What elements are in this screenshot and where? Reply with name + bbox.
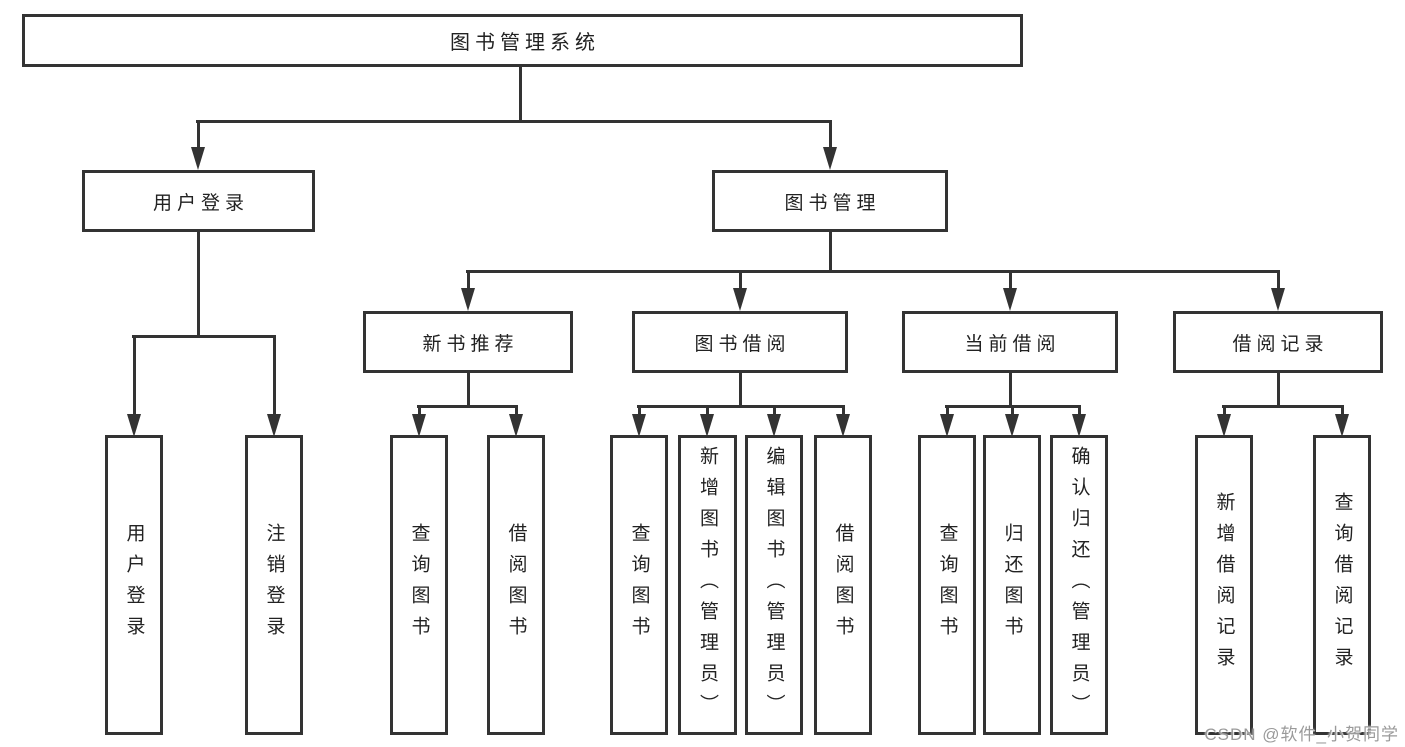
connector-drop-leaf-logout [273, 335, 276, 415]
connector-borrowing-records-stem [1277, 373, 1280, 408]
leaf-return-books: 归还图书 [983, 435, 1041, 735]
connector-book-management-bus [466, 270, 1280, 273]
connector-drop-leaf [773, 405, 776, 415]
node-library-management-system: 图书管理系统 [22, 14, 1023, 67]
arrow-down-icon [767, 414, 781, 437]
arrow-down-icon [191, 147, 205, 170]
connector-user-login-bus [132, 335, 276, 338]
leaf-label: 新增借阅记录 [1213, 492, 1235, 678]
leaf-label: 借阅图书 [505, 523, 527, 647]
connector-drop-leaf [418, 405, 421, 415]
leaf-query-books-recommendation: 查询图书 [390, 435, 448, 735]
arrow-down-icon [1005, 414, 1019, 437]
connector-drop-leaf [1011, 405, 1014, 415]
arrow-down-icon [461, 288, 475, 311]
connector-borrowing-records-bus [1222, 405, 1344, 408]
connector-user-login-stem [197, 232, 200, 338]
arrow-down-icon [1003, 288, 1017, 311]
connector-drop-book-borrowing [739, 270, 742, 290]
connector-drop-borrowing-records [1277, 270, 1280, 290]
leaf-label: 编辑图书（管理员） [763, 445, 785, 725]
arrow-down-icon [412, 414, 426, 437]
arrow-down-icon [1072, 414, 1086, 437]
leaf-confirm-return-admin: 确认归还（管理员） [1050, 435, 1108, 735]
leaf-label: 查询图书 [936, 523, 958, 647]
connector-drop-leaf [515, 405, 518, 415]
node-new-book-recommendation: 新书推荐 [363, 311, 573, 373]
connector-drop-leaf [1341, 405, 1344, 415]
connector-root-bus [196, 120, 832, 123]
arrow-down-icon [1271, 288, 1285, 311]
arrow-down-icon [1335, 414, 1349, 437]
leaf-label: 查询图书 [408, 523, 430, 647]
arrow-down-icon [700, 414, 714, 437]
connector-drop-new-book-recommendation [467, 270, 470, 290]
leaf-label: 注销登录 [263, 523, 285, 647]
leaf-add-borrowing-record: 新增借阅记录 [1195, 435, 1253, 735]
connector-book-management-stem [829, 232, 832, 273]
connector-drop-leaf-user-login [133, 335, 136, 415]
arrow-down-icon [823, 147, 837, 170]
node-book-management: 图书管理 [712, 170, 948, 232]
leaf-label: 确认归还（管理员） [1068, 445, 1090, 725]
leaf-logout: 注销登录 [245, 435, 303, 735]
connector-drop-user-login [197, 120, 200, 150]
connector-drop-leaf [1223, 405, 1226, 415]
arrow-down-icon [1217, 414, 1231, 437]
leaf-label: 新增图书（管理员） [697, 445, 718, 725]
connector-book-borrowing-stem [739, 373, 742, 408]
leaf-borrow-books: 借阅图书 [814, 435, 872, 735]
connector-drop-leaf [946, 405, 949, 415]
leaf-user-login: 用户登录 [105, 435, 163, 735]
leaf-label: 用户登录 [123, 523, 145, 647]
leaf-query-borrowing-record: 查询借阅记录 [1313, 435, 1371, 735]
leaf-edit-books-admin: 编辑图书（管理员） [745, 435, 803, 735]
connector-root-stem [519, 67, 522, 121]
arrow-down-icon [733, 288, 747, 311]
leaf-label: 归还图书 [1001, 523, 1023, 647]
node-current-borrowing: 当前借阅 [902, 311, 1118, 373]
connector-book-borrowing-bus [637, 405, 845, 408]
arrow-down-icon [836, 414, 850, 437]
arrow-down-icon [940, 414, 954, 437]
connector-drop-book-management [829, 120, 832, 150]
connector-drop-leaf [842, 405, 845, 415]
arrow-down-icon [632, 414, 646, 437]
watermark-csdn: CSDN @软件_小贺同学 [1204, 725, 1399, 744]
arrow-down-icon [127, 414, 141, 437]
leaf-label: 查询图书 [628, 523, 650, 647]
leaf-label: 借阅图书 [832, 523, 854, 647]
leaf-add-books-admin: 新增图书（管理员） [678, 435, 737, 735]
node-user-login: 用户登录 [82, 170, 315, 232]
connector-current-borrowing-stem [1009, 373, 1012, 408]
arrow-down-icon [509, 414, 523, 437]
connector-new-book-recommendation-bus [417, 405, 518, 408]
connector-drop-leaf [638, 405, 641, 415]
connector-drop-leaf [1078, 405, 1081, 415]
node-book-borrowing: 图书借阅 [632, 311, 848, 373]
leaf-query-books-current: 查询图书 [918, 435, 976, 735]
arrow-down-icon [267, 414, 281, 437]
node-borrowing-records: 借阅记录 [1173, 311, 1383, 373]
connector-drop-leaf [706, 405, 709, 415]
connector-new-book-recommendation-stem [467, 373, 470, 408]
leaf-label: 查询借阅记录 [1331, 492, 1353, 678]
leaf-query-books-borrowing: 查询图书 [610, 435, 668, 735]
connector-drop-current-borrowing [1009, 270, 1012, 290]
leaf-borrow-books-recommendation: 借阅图书 [487, 435, 545, 735]
